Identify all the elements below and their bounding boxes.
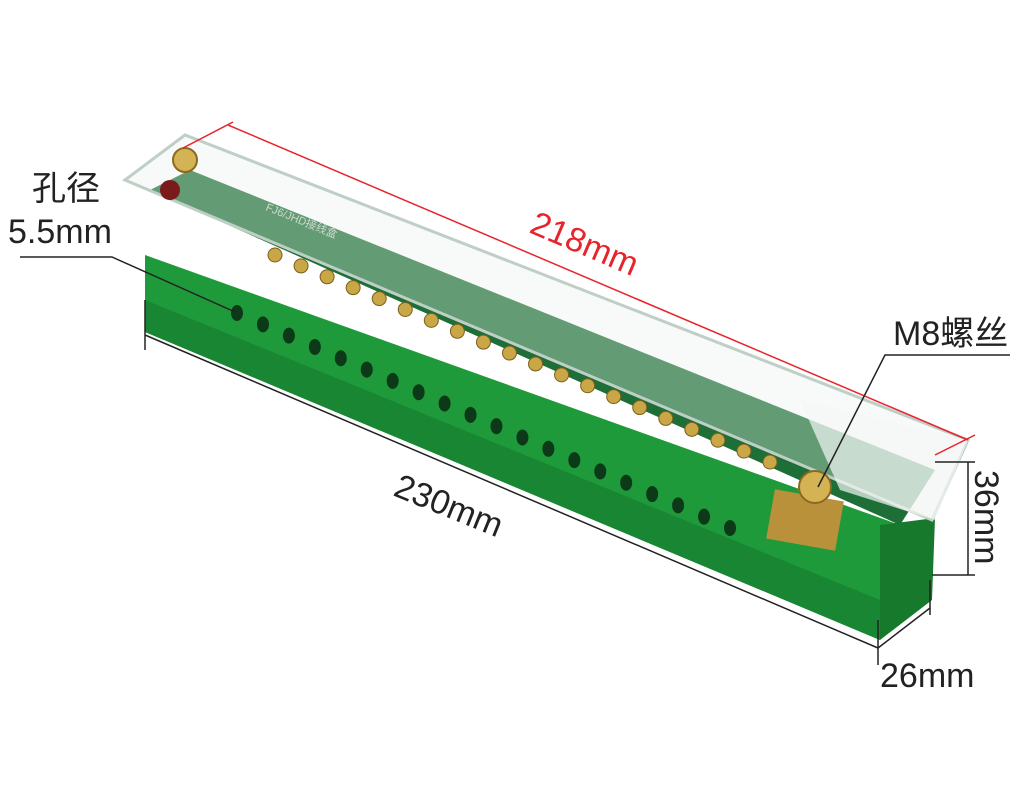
screw-leader [817, 354, 1010, 488]
cover-length-label: 218mm [525, 204, 644, 283]
terminal-hole [724, 520, 736, 536]
hole-diameter-label: 孔径 [32, 170, 100, 208]
terminal-hole [464, 406, 477, 423]
cover-length-tick-right [934, 434, 976, 456]
terminal-screw [371, 291, 387, 307]
terminal-hole [594, 463, 607, 480]
terminal-hole [490, 418, 503, 435]
screw-label: M8螺丝 [893, 315, 1008, 353]
block-top-face [150, 170, 935, 525]
cover-length-tick-left [182, 121, 234, 149]
terminal-hole [516, 429, 529, 446]
total-length-line [144, 334, 879, 649]
cover-length-line [227, 124, 969, 441]
terminal-screw [501, 345, 517, 361]
terminal-screw [528, 356, 544, 372]
corner-screw [172, 147, 198, 173]
cover-end-window [800, 400, 968, 520]
terminal-screw [736, 443, 752, 459]
terminal-hole [360, 361, 373, 378]
block-front-shade [145, 300, 880, 640]
terminal-screw [345, 280, 361, 296]
terminal-screw [423, 312, 439, 328]
terminal-hole [231, 305, 243, 321]
terminal-hole [698, 508, 711, 525]
terminal-screw [684, 421, 700, 437]
terminal-screw [554, 367, 570, 383]
terminal-screw [475, 334, 491, 350]
terminal-screw [606, 389, 622, 405]
terminal-hole [568, 452, 581, 469]
terminal-screw [319, 269, 335, 285]
width-line [877, 607, 931, 649]
terminal-hole [282, 327, 295, 344]
hole-diameter-value: 5.5mm [8, 213, 112, 251]
terminal-hole [672, 497, 685, 514]
terminal-screw [710, 432, 726, 448]
m8-screw-head [798, 470, 832, 504]
terminal-hole [334, 350, 347, 367]
terminal-hole [412, 384, 425, 401]
terminal-hole [542, 440, 555, 457]
terminal-screw [293, 258, 309, 274]
m8-nut [766, 489, 844, 551]
terminal-hole [308, 338, 321, 355]
terminal-hole [256, 316, 269, 333]
terminal-hole [386, 372, 399, 389]
terminal-screw [449, 323, 465, 339]
terminal-hole [646, 486, 659, 503]
corner-hole [160, 180, 180, 200]
terminal-screws [267, 247, 778, 470]
terminal-hole [438, 395, 451, 412]
terminal-screw [658, 410, 674, 426]
terminal-screw [762, 454, 778, 470]
terminal-screw [580, 378, 596, 394]
terminal-screw [632, 400, 648, 416]
block-end-face [880, 518, 935, 640]
total-length-label: 230mm [389, 467, 508, 545]
terminal-screw [397, 301, 413, 317]
terminal-screw [267, 247, 283, 263]
terminal-hole [620, 474, 633, 491]
height-label: 36mm [967, 470, 1005, 564]
width-label: 26mm [880, 657, 974, 695]
terminal-holes [231, 305, 736, 536]
hole-diameter-leader [20, 256, 236, 313]
